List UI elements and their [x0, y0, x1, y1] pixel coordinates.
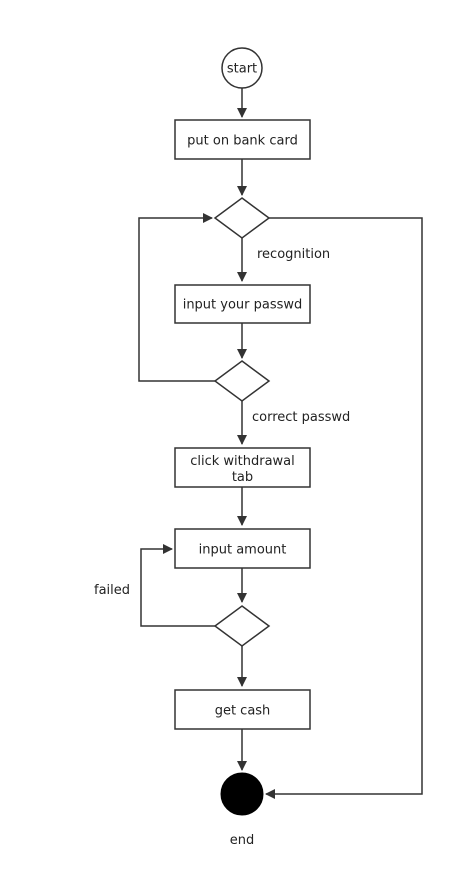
click-withdrawal-label-line-1: click withdrawal	[190, 454, 295, 469]
decision-node-2	[213, 360, 271, 402]
input-amount-label: input amount	[199, 543, 287, 558]
edge-retry-passwd-loop	[138, 213, 215, 382]
correct-passwd-label: correct passwd	[252, 410, 350, 425]
decision-node-3	[213, 605, 271, 647]
decision-node-1	[213, 197, 271, 239]
edge-decision-1-to-end	[265, 217, 423, 799]
end-label: end	[230, 833, 255, 848]
start-node: start	[221, 47, 263, 89]
click-withdrawal-node: click withdrawal tab	[174, 447, 311, 488]
edge-failed-loop	[140, 544, 215, 627]
failed-label: failed	[94, 583, 130, 598]
recognition-label: recognition	[257, 247, 330, 262]
input-passwd-label: input your passwd	[183, 298, 303, 313]
click-withdrawal-label-line-2: tab	[232, 470, 253, 485]
input-passwd-node: input your passwd	[174, 284, 311, 324]
put-card-node: put on bank card	[174, 119, 311, 160]
put-card-label: put on bank card	[187, 134, 298, 149]
get-cash-label: get cash	[215, 704, 271, 719]
end-node	[220, 772, 264, 816]
start-label: start	[227, 62, 257, 77]
input-amount-node: input amount	[174, 528, 311, 569]
get-cash-node: get cash	[174, 689, 311, 730]
